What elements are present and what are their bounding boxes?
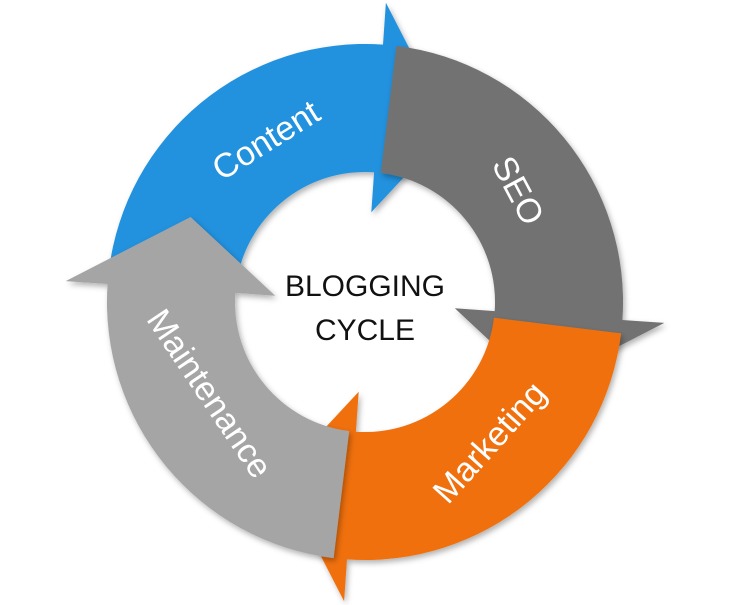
arrow-maintenance [65,217,350,559]
center-title-line1: BLOGGING [285,270,445,303]
arrow-marketing [280,317,622,602]
center-title-line2: CYCLE [315,314,415,347]
arrow-seo [380,45,665,388]
arrow-content [108,2,451,287]
